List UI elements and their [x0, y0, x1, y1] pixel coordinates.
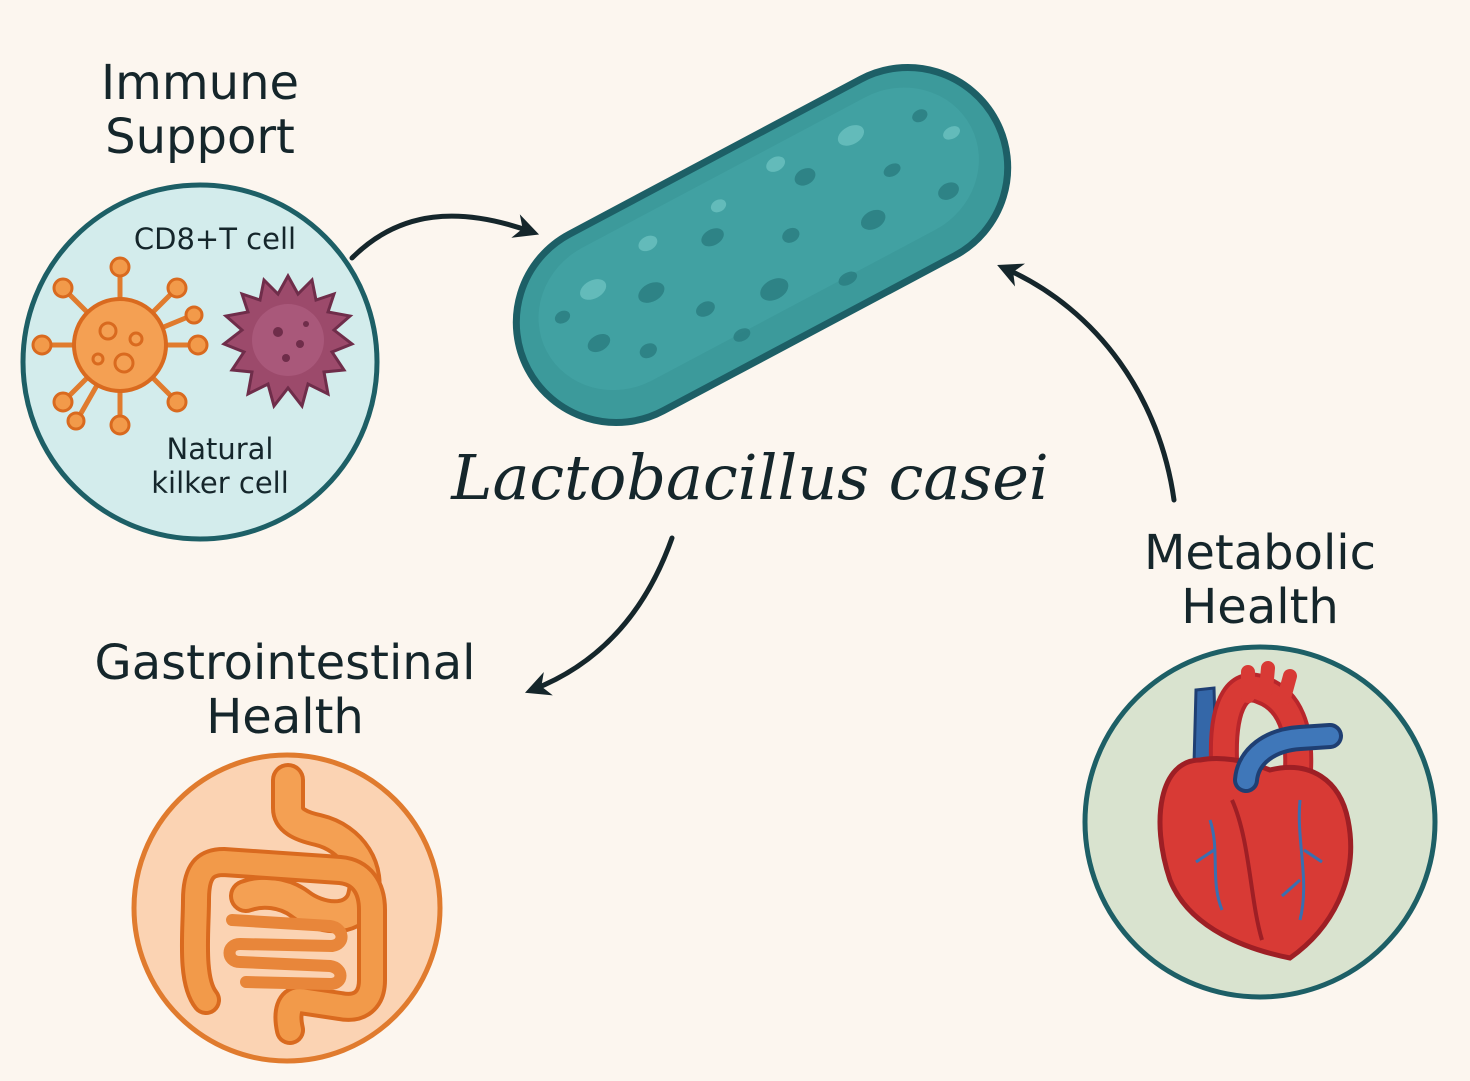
metabolic-title: Metabolic Health	[1120, 526, 1400, 634]
bacterium-icon	[512, 64, 1012, 426]
gastro-title: Gastrointestinal Health	[70, 636, 500, 744]
bacterium-label: Lactobacillus casei	[451, 441, 1049, 514]
intestine-icon	[179, 763, 387, 1045]
arrow-immune-to-bacterium	[349, 213, 540, 261]
immune-title-line1: Immune	[100, 55, 300, 111]
immune-title-line2: Support	[105, 109, 295, 165]
nk-cell-label-line2: kilker cell	[151, 466, 289, 500]
gastro-title-line2: Health	[206, 689, 364, 745]
nk-cell-label-line1: Natural	[166, 432, 274, 466]
heart-icon	[1157, 661, 1354, 961]
immune-circle	[20, 182, 380, 542]
immune-title: Immune Support	[80, 56, 320, 164]
arrow-metabolic-to-bacterium	[997, 263, 1177, 503]
t-cell-label: CD8+T cell	[110, 222, 320, 256]
metabolic-title-line1: Metabolic	[1143, 525, 1377, 581]
nk-cell-label: Natural kilker cell	[120, 432, 320, 500]
gastro-title-line1: Gastrointestinal	[94, 635, 476, 691]
nk-cell-icon	[221, 272, 355, 410]
t-cell-icon	[31, 256, 209, 436]
arrow-bacterium-to-gastro	[525, 535, 675, 696]
metabolic-title-line2: Health	[1181, 579, 1339, 635]
t-cell-label-text: CD8+T cell	[133, 222, 297, 256]
